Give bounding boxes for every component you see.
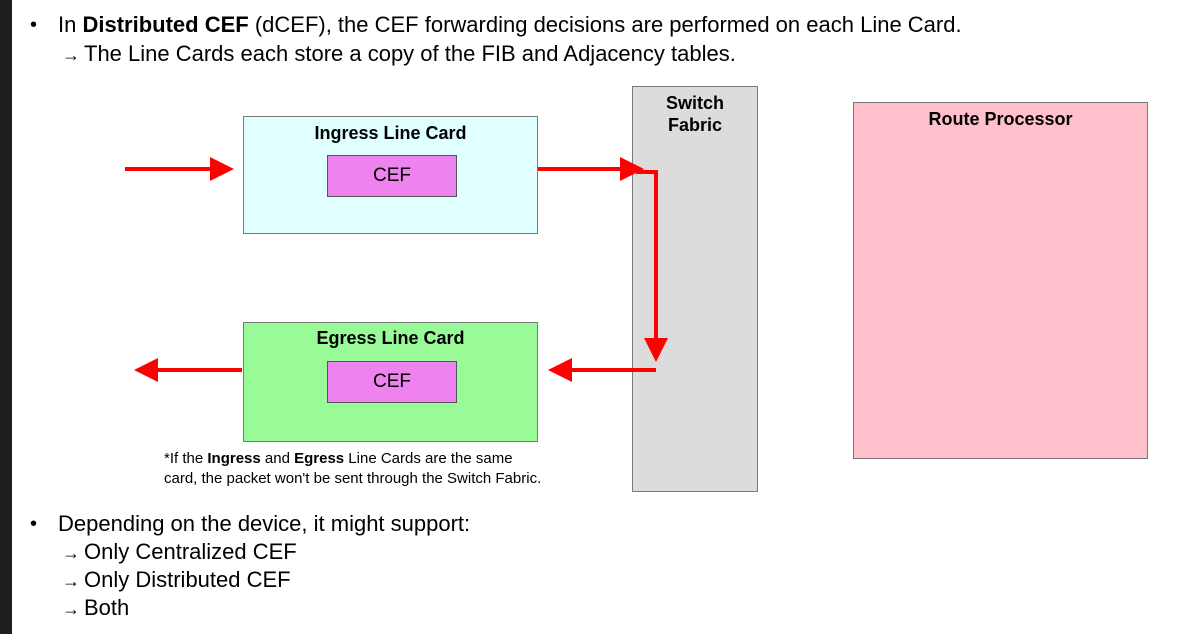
footnote-part: *If the [164, 450, 208, 467]
footnote-line1: *If the Ingress and Egress Line Cards ar… [164, 449, 541, 469]
switch-fabric-title-1: Switch [665, 93, 724, 113]
footnote: *If the Ingress and Egress Line Cards ar… [164, 449, 541, 489]
switch-fabric-title-2: Fabric [667, 115, 723, 135]
egress-cef-box: CEF [327, 361, 457, 403]
bullet-dot: • [30, 14, 38, 36]
bullet1-prefix: In [58, 12, 83, 37]
bullet2-item-text: Both [84, 595, 130, 620]
arrow-right-icon: → [62, 599, 80, 619]
arrow-fabric-down [636, 170, 668, 362]
route-processor-box: Route Processor [853, 102, 1148, 459]
bullet1-sub-text: The Line Cards each store a copy of the … [84, 41, 736, 66]
bullet2-item: →Both [62, 595, 129, 622]
bullet2-item-text: Only Distributed CEF [84, 567, 291, 592]
bullet2-text: Depending on the device, it might suppor… [58, 511, 471, 536]
ingress-title: Ingress Line Card [314, 123, 467, 143]
egress-title: Egress Line Card [316, 328, 465, 348]
bullet2-item-text: Only Centralized CEF [84, 539, 297, 564]
arrow-right-icon: → [62, 543, 80, 563]
footnote-part: and [260, 450, 295, 467]
ingress-line-card: Ingress Line Card CEF [243, 116, 538, 234]
footnote-line2: card, the packet won't be sent through t… [164, 470, 542, 487]
footnote-bold-ingress: Ingress [207, 450, 261, 467]
arrow-right-icon: → [62, 571, 80, 591]
ingress-cef-box: CEF [327, 155, 457, 197]
egress-line-card: Egress Line Card CEF [243, 322, 538, 442]
bullet1-text: In Distributed CEF (dCEF), the CEF forwa… [58, 12, 962, 38]
bullet2-item: →Only Distributed CEF [62, 567, 291, 594]
footnote-bold-egress: Egress [294, 450, 345, 467]
bullet-dot: • [30, 513, 38, 535]
bullet1-sub: →The Line Cards each store a copy of the… [62, 41, 736, 68]
bullet1-bold: Distributed CEF [82, 12, 249, 37]
left-edge-strip [0, 0, 12, 634]
bullet1-suffix: (dCEF), the CEF forwarding decisions are… [248, 12, 962, 37]
bullet2-item: →Only Centralized CEF [62, 539, 297, 566]
footnote-part: Line Cards are the same [344, 450, 513, 467]
switch-fabric-box: Switch Fabric [632, 86, 758, 492]
arrow-right-icon: → [62, 45, 80, 65]
route-processor-title: Route Processor [928, 109, 1073, 129]
